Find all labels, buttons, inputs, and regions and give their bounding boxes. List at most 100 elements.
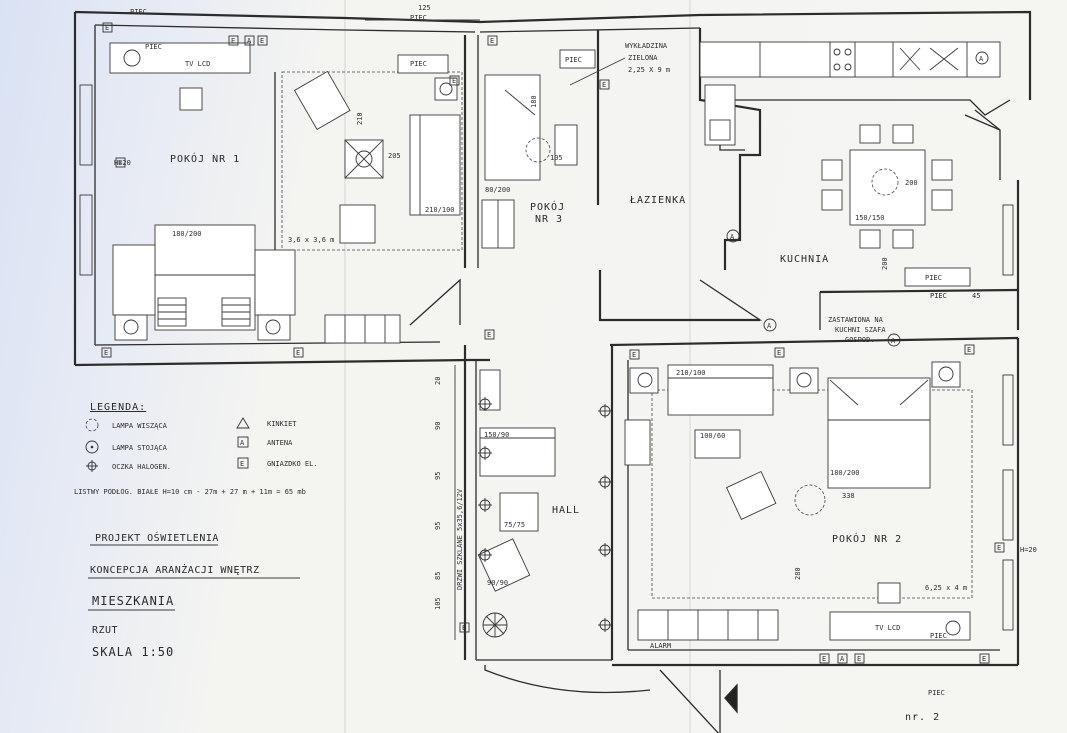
title-block: PROJEKT OŚWIETLENIA KONCEPCJA ARANŻACJI … — [88, 531, 300, 659]
dim-125: 125 — [418, 4, 431, 12]
piec-top: PIEC — [410, 14, 427, 22]
hall-sofa-size: 150/90 — [484, 431, 509, 439]
table-size: 150/150 — [855, 214, 885, 222]
hall-table-size: 75/75 — [504, 521, 525, 529]
wardrobe-note-1: ZASTAWIONA NA — [828, 316, 884, 324]
sofa-2-size: 210/100 — [676, 369, 706, 377]
dim-280: 280 — [794, 567, 802, 580]
kitchen-label: KUCHNIA — [780, 254, 829, 265]
svg-text:E: E — [602, 81, 606, 89]
svg-text:E: E — [296, 349, 300, 357]
dim-210: 210 — [356, 112, 364, 125]
svg-text:E: E — [462, 624, 466, 632]
svg-text:E: E — [967, 346, 971, 354]
top-dims: 125 PIEC PIEC — [130, 4, 480, 22]
title-line-4: RZUT — [92, 625, 118, 636]
svg-text:E: E — [632, 351, 636, 359]
bathroom-label: ŁAZIENKA — [629, 195, 686, 206]
svg-text:A: A — [730, 233, 735, 241]
sofa-1-size: 210/100 — [425, 206, 455, 214]
table-2-size: 100/60 — [700, 432, 725, 440]
dim-20: 20 — [434, 377, 442, 385]
bed-1-size: 180/200 — [172, 230, 202, 238]
hall-arm-size: 90/90 — [487, 579, 508, 587]
dim-205: 205 — [388, 152, 401, 160]
antenna-socket-icon: A A A A A A — [244, 35, 989, 664]
svg-text:A: A — [247, 37, 252, 45]
title-line-2: KONCEPCJA ARANŻACJI WNĘTRZ — [90, 563, 260, 576]
hall-label: HALL — [552, 505, 580, 516]
svg-text:E: E — [260, 37, 264, 45]
bath-size: 80/200 — [485, 186, 510, 194]
title-line-3: MIESZKANIA — [92, 594, 174, 608]
alarm-label: ALARM — [650, 642, 671, 650]
symbols: E E E E E E E E E E E E E E E E E E A A … — [101, 22, 1005, 664]
dim-85: 85 — [434, 572, 442, 580]
dim-105: 105 — [550, 154, 563, 162]
kitchen: ŁAZIENKA KUCHNIA 150/150 200 PIEC PIEC 4… — [629, 41, 1001, 344]
legend-item-1: LAMPA STOJĄCA — [112, 444, 168, 452]
legend: LEGENDA: LAMPA WISZĄCA LAMPA STOJĄCA OCZ… — [74, 402, 318, 496]
svg-text:E: E — [231, 37, 235, 45]
svg-text:E: E — [490, 37, 494, 45]
svg-text:A: A — [891, 337, 896, 345]
floor-lamp-icon-dot — [90, 445, 94, 449]
dim-200: 200 — [905, 179, 918, 187]
halogen-spot-icon — [86, 460, 98, 472]
room-2-label: POKÓJ NR 2 — [832, 532, 902, 545]
dim-90: 90 — [434, 422, 442, 430]
wardrobe-note-3: GOSPOD. — [845, 336, 875, 344]
halogen-spot-icon — [478, 397, 612, 632]
carpet-label-2: ZIELONA — [628, 54, 658, 62]
legend-item-2: OCZKA HALOGEN. — [112, 463, 171, 471]
pendant-lamp-icon — [85, 418, 99, 432]
floor-lamp-icon — [85, 440, 99, 454]
dim-95b: 95 — [434, 522, 442, 530]
svg-text:E: E — [487, 331, 491, 339]
baseboard-note: LISTWY PODŁOG. BIAŁE H=10 cm - 27m + 27 … — [74, 488, 306, 496]
piec-top-2: PIEC — [130, 8, 147, 16]
svg-text:A: A — [979, 55, 984, 63]
svg-text:E: E — [982, 655, 986, 663]
glass-door-note: DRZWI SZKLANE 5x35,6/12V — [456, 488, 464, 590]
dim-105b: 105 — [434, 597, 442, 610]
svg-text:E: E — [452, 77, 456, 85]
carpet-label-1: WYKŁADZINA — [625, 42, 668, 50]
room-2-dim: 6,25 x 4 m — [925, 584, 967, 592]
carpet-label-3: 2,25 X 9 m — [628, 66, 670, 74]
socket-legend-icon — [237, 457, 249, 469]
piec-label-3: PIEC — [565, 56, 582, 64]
walls — [73, 10, 1032, 667]
svg-text:E: E — [997, 544, 1001, 552]
tv-lcd-label-2: TV LCD — [875, 624, 900, 632]
windows — [79, 84, 1014, 631]
room-3: 180 PIEC 105 80/200 POKÓJ NR 3 WYKŁADZIN… — [481, 42, 670, 249]
svg-text:E: E — [118, 159, 122, 167]
wall-sconce-icon — [236, 417, 250, 429]
legend-title: LEGENDA: — [90, 402, 146, 413]
svg-text:E: E — [105, 24, 109, 32]
socket-legend-letter: E — [240, 460, 244, 468]
legend-item-3: KINKIET — [267, 420, 297, 428]
living-dim: 3,6 x 3,6 m — [288, 236, 334, 244]
dim-45: 45 — [972, 292, 980, 300]
dim-180: 180 — [530, 95, 538, 108]
hall: 150/90 75/75 HALL 90/90 20 90 95 95 85 1… — [434, 365, 671, 650]
svg-text:A: A — [840, 655, 845, 663]
svg-text:E: E — [104, 349, 108, 357]
title-line-1: PROJEKT OŚWIETLENIA — [95, 531, 219, 544]
room-1-label: POKÓJ NR 1 — [170, 152, 240, 165]
dim-200-k: 200 — [881, 257, 889, 270]
svg-text:E: E — [777, 349, 781, 357]
svg-text:E: E — [822, 655, 826, 663]
h20-label-2: H=20 — [1020, 546, 1037, 554]
piec-label-6: PIEC — [930, 632, 947, 640]
legend-item-5: GNIAZDKO EL. — [267, 460, 318, 468]
electric-socket-icon: E E E E E E E E E E E E E E E E E E — [101, 22, 1005, 664]
room-3-number: NR 3 — [535, 214, 563, 225]
room-1: PIEC TV LCD POKÓJ NR 1 H=20 180/200 — [109, 42, 401, 344]
piec-label-4: PIEC — [925, 274, 942, 282]
bed-2-size: 180/200 — [830, 469, 860, 477]
